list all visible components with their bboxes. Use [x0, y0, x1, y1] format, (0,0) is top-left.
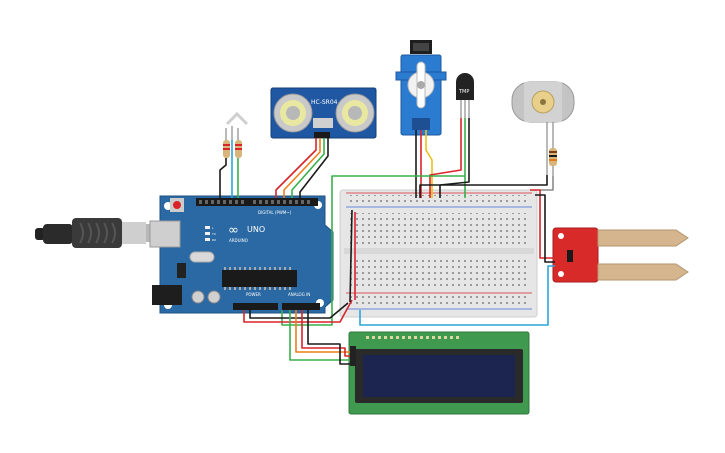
wires: [219, 118, 555, 365]
analog-label: ANALOG IN: [288, 292, 310, 297]
arduino-uno-board: DIGITAL (PWM~) L TX RX ∞ UNO ARDUINO POW…: [149, 195, 334, 314]
lcd-display: [348, 331, 530, 415]
soil-moisture-sensor: [552, 227, 689, 283]
usb-cable: [35, 218, 164, 248]
capacitor: [191, 290, 205, 304]
svg-text:L: L: [212, 226, 214, 230]
power-jack: [152, 285, 182, 305]
temp-sensor-label: TMP: [458, 89, 469, 95]
voltage-regulator: [177, 263, 186, 278]
rgb-led: [225, 111, 249, 140]
power-label: POWER: [246, 292, 261, 297]
led-resistors: [223, 140, 242, 158]
lcd-screen: [363, 355, 515, 397]
motor-resistor: [549, 148, 557, 176]
usb-port: [149, 220, 181, 248]
digital-label: DIGITAL (PWM~): [258, 210, 292, 215]
dc-motor: [511, 81, 575, 175]
ultrasonic-label: HC-SR04: [311, 99, 338, 106]
brand-text: ARDUINO: [229, 238, 248, 243]
svg-text:TX: TX: [211, 232, 216, 236]
svg-text:RX: RX: [212, 238, 216, 242]
arduino-logo: ∞: [228, 223, 239, 238]
digital-header: [196, 198, 318, 206]
analog-header: [282, 303, 320, 310]
power-header: [233, 303, 278, 310]
board-name: UNO: [247, 225, 265, 234]
temperature-sensor: TMP: [456, 73, 474, 118]
ultrasonic-sensor: HC-SR04: [270, 87, 377, 139]
capacitor: [207, 290, 221, 304]
breadboard: [339, 189, 538, 318]
servo-motor: [395, 40, 447, 136]
microcontroller-chip: [222, 270, 297, 287]
crystal: [189, 251, 215, 263]
